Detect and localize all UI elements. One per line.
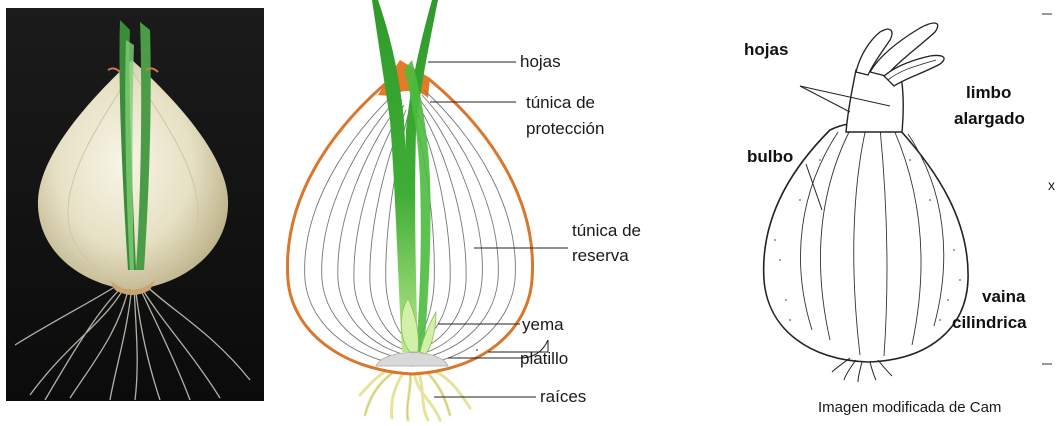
sketch-label-bulbo: bulbo (747, 147, 793, 166)
label-raices: raíces (540, 387, 586, 406)
sketch-label-limbo-1: limbo (966, 83, 1011, 102)
onion-photo (6, 8, 264, 401)
label-platillo: platillo (520, 349, 568, 368)
image-caption: Imagen modificada de Cam (818, 399, 1001, 416)
label-yema: yema (522, 315, 564, 334)
label-hojas: hojas (520, 52, 561, 71)
onion-sketch: hojas limbo alargado bulbo vaina cilindr… (744, 14, 1055, 416)
onion-diagram: hojas túnica de protección túnica de res… (287, 0, 641, 420)
label-tunica-reserva-1: túnica de (572, 221, 641, 240)
sketch-label-vaina-2: cilindrica (952, 313, 1027, 332)
sketch-bulb (764, 123, 968, 363)
label-tunica-proteccion-2: protección (526, 119, 604, 138)
sketch-label-hojas: hojas (744, 40, 788, 59)
label-tunica-reserva-2: reserva (572, 246, 629, 265)
svg-text:x: x (1048, 177, 1055, 193)
label-tunica-proteccion-1: túnica de (526, 93, 595, 112)
sketch-label-limbo-2: alargado (954, 109, 1025, 128)
sketch-label-vaina-1: vaina (982, 287, 1026, 306)
